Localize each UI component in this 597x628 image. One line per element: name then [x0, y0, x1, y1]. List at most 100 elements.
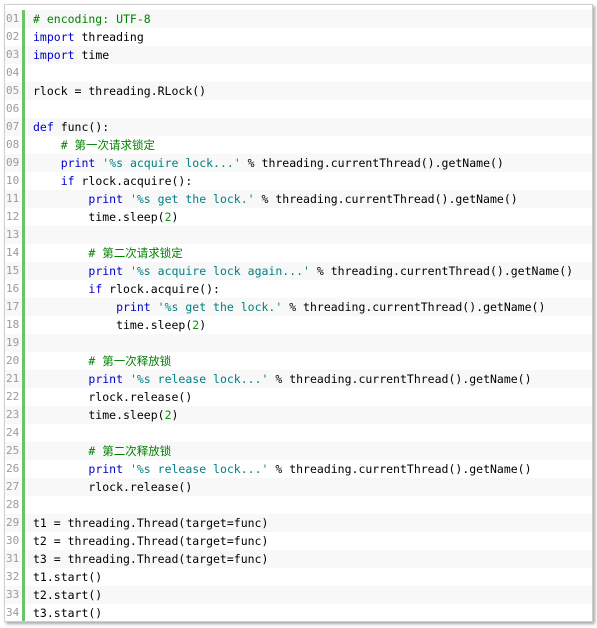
line-number: 04: [5, 64, 25, 82]
code-text: time.sleep(2): [25, 208, 592, 226]
line-number: 27: [5, 478, 25, 496]
code-line: 06: [5, 100, 592, 118]
code-line: 22 rlock.release(): [5, 388, 592, 406]
line-number: 25: [5, 442, 25, 460]
code-text: t3 = threading.Thread(target=func): [25, 550, 592, 568]
code-token: print: [88, 372, 124, 386]
code-token: '%s get the lock.': [157, 300, 283, 314]
code-token: '%s acquire lock again...': [129, 264, 310, 278]
code-token: # encoding: UTF-8: [33, 12, 151, 26]
code-text: time.sleep(2): [25, 406, 592, 424]
code-token: % threading.currentThread().getName(): [268, 372, 532, 386]
code-token: print: [88, 462, 124, 476]
code-line: 31 t3 = threading.Thread(target=func): [5, 550, 592, 568]
code-line: 20 # 第一次释放锁: [5, 352, 592, 370]
line-number: 26: [5, 460, 25, 478]
code-token: t1 = threading.Thread(target=func): [33, 516, 269, 530]
code-token: % threading.currentThread().getName(): [268, 462, 532, 476]
code-token: t1.start(): [33, 570, 103, 584]
line-number: 17: [5, 298, 25, 316]
code-token: [151, 300, 158, 314]
code-token: % threading.currentThread().getName(): [240, 156, 504, 170]
code-text: import time: [25, 46, 592, 64]
code-line: 23 time.sleep(2): [5, 406, 592, 424]
line-number: 08: [5, 136, 25, 154]
code-text: [25, 496, 592, 514]
code-token: '%s release lock...': [129, 372, 269, 386]
code-line: 27 rlock.release(): [5, 478, 592, 496]
code-line: 29 t1 = threading.Thread(target=func): [5, 514, 592, 532]
code-token: [123, 192, 130, 206]
code-token: [33, 192, 88, 206]
code-token: time.sleep(: [33, 318, 193, 332]
code-token: print: [88, 264, 124, 278]
line-number: 28: [5, 496, 25, 514]
code-line: 04: [5, 64, 592, 82]
code-token: import: [33, 30, 75, 44]
code-token: [33, 264, 88, 278]
line-number: 31: [5, 550, 25, 568]
line-number: 33: [5, 586, 25, 604]
code-text: t3.start(): [25, 604, 592, 621]
line-number: 02: [5, 28, 25, 46]
code-token: [123, 462, 130, 476]
code-token: [123, 264, 130, 278]
code-token: ): [171, 210, 179, 224]
code-text: print '%s get the lock.' % threading.cur…: [25, 190, 592, 208]
code-line: 15 print '%s acquire lock again...' % th…: [5, 262, 592, 280]
code-text: t2.start(): [25, 586, 592, 604]
code-token: rlock.release(): [33, 390, 193, 404]
code-token: time.sleep(: [33, 408, 165, 422]
line-number: 05: [5, 82, 25, 100]
code-token: % threading.currentThread().getName(): [254, 192, 518, 206]
code-token: func():: [53, 120, 110, 134]
code-text: print '%s acquire lock again...' % threa…: [25, 262, 592, 280]
code-line: 26 print '%s release lock...' % threadin…: [5, 460, 592, 478]
code-line: 21 print '%s release lock...' % threadin…: [5, 370, 592, 388]
code-text: # 第一次释放锁: [25, 352, 592, 370]
code-token: [123, 372, 130, 386]
code-token: time: [74, 48, 110, 62]
line-number: 24: [5, 424, 25, 442]
code-token: ): [171, 408, 179, 422]
line-number: 19: [5, 334, 25, 352]
code-token: t3 = threading.Thread(target=func): [33, 552, 269, 566]
line-number: 23: [5, 406, 25, 424]
code-token: '%s release lock...': [129, 462, 269, 476]
line-number: 09: [5, 154, 25, 172]
code-line: 19: [5, 334, 592, 352]
code-text: rlock = threading.RLock(): [25, 82, 592, 100]
code-text: [25, 226, 592, 244]
line-number: 22: [5, 388, 25, 406]
code-token: [33, 156, 61, 170]
code-token: def: [33, 120, 54, 134]
code-token: [33, 462, 88, 476]
code-text: import threading: [25, 28, 592, 46]
code-token: rlock.release(): [33, 480, 193, 494]
code-text: print '%s release lock...' % threading.c…: [25, 460, 592, 478]
line-number: 34: [5, 604, 25, 621]
line-number: 18: [5, 316, 25, 334]
code-line: 13: [5, 226, 592, 244]
code-text: rlock.release(): [25, 388, 592, 406]
line-number: 21: [5, 370, 25, 388]
code-token: ): [199, 318, 207, 332]
code-token: [33, 372, 88, 386]
code-line: 14 # 第二次请求锁定: [5, 244, 592, 262]
line-number: 13: [5, 226, 25, 244]
code-token: rlock.acquire():: [74, 174, 193, 188]
code-text: t2 = threading.Thread(target=func): [25, 532, 592, 550]
code-line: 09 print '%s acquire lock...' % threadin…: [5, 154, 592, 172]
code-token: % threading.currentThread().getName(): [282, 300, 546, 314]
line-number: 29: [5, 514, 25, 532]
code-text: # 第二次请求锁定: [25, 244, 592, 262]
code-text: rlock.release(): [25, 478, 592, 496]
